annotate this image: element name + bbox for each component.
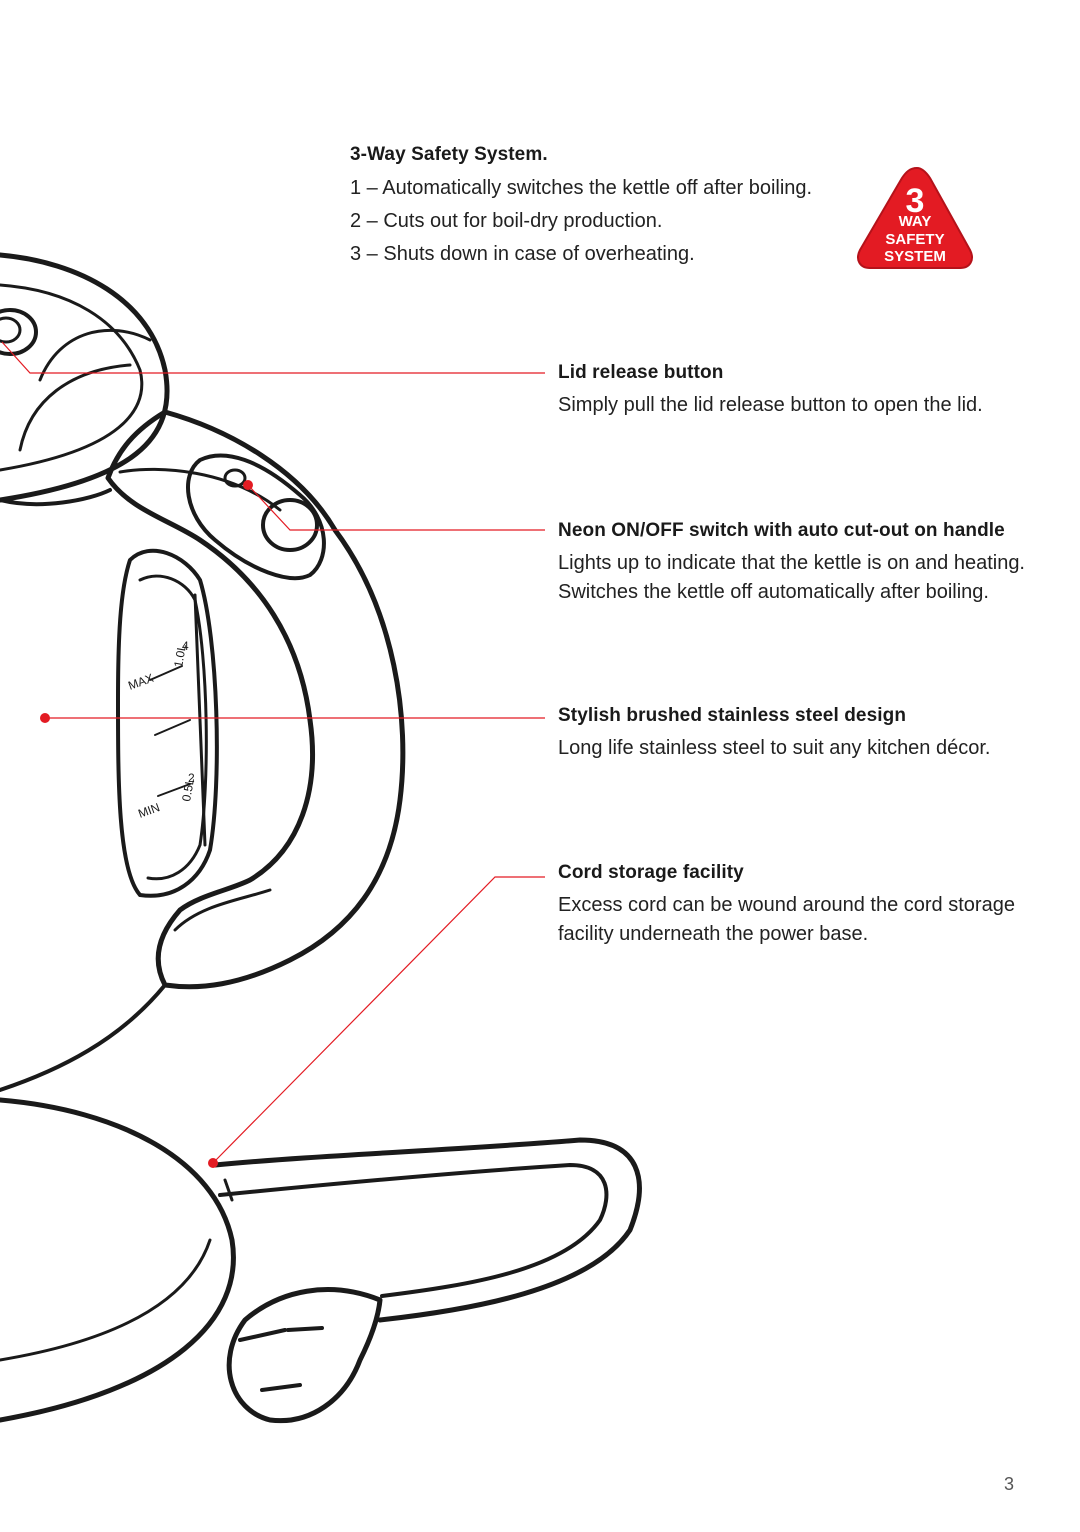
lid-release-heading: Lid release button [558,362,724,383]
cord-storage-text: Excess cord can be wound around the cord… [558,894,1015,945]
stainless-steel-heading: Stylish brushed stainless steel design [558,705,907,726]
badge-number: 3 [906,182,925,220]
switch-housing [186,453,326,581]
neon-callout-dot [243,480,253,490]
neon-switch-text: Lights up to indicate that the kettle is… [558,552,1025,603]
badge-system: SYSTEM [884,248,946,265]
badge-safety: SAFETY [885,231,944,248]
page-number: 3 [1004,1474,1015,1494]
power-cord [212,1137,642,1323]
cord-storage-heading: Cord storage facility [558,862,744,883]
lid-release-text: Simply pull the lid release button to op… [558,394,983,416]
cord-callout-line [212,876,545,1164]
max-volume: 1.0L [171,643,189,669]
safety-system-section: 3-Way Safety System. 1 – Automatically s… [350,144,890,271]
safety-system-heading: 3-Way Safety System. [350,144,548,165]
min-volume: 0.5L [179,777,197,803]
safety-item-2: 2 – Cuts out for boil-dry production. [350,210,663,232]
min-label: MIN [136,800,161,821]
cord-storage-feature: Cord storage facility Excess cord can be… [558,862,1028,949]
stainless-steel-text: Long life stainless steel to suit any ki… [558,737,991,759]
kettle-body [0,488,112,507]
max-label: MAX [126,671,155,693]
power-plug [226,1287,383,1424]
safety-item-1: 1 – Automatically switches the kettle of… [350,177,813,199]
water-window [116,548,219,898]
badge-way: WAY [899,213,932,230]
kettle-lid [0,252,170,503]
lid-release-button-drawing [0,308,38,356]
min-cups: 2 [188,771,195,785]
lid-release-feature: Lid release button Simply pull the lid r… [558,362,1038,420]
neon-switch-drawing [261,498,319,552]
stainless-steel-feature: Stylish brushed stainless steel design L… [558,705,1028,763]
power-base [0,1097,236,1423]
safety-item-3: 3 – Shuts down in case of overheating. [350,243,695,265]
neon-switch-heading: Neon ON/OFF switch with auto cut-out on … [558,520,1005,541]
cord-callout-dot [208,1158,218,1168]
lid-callout-line [1,341,545,374]
neon-callout-line [247,484,545,531]
safety-system-badge: 3 WAY SAFETY SYSTEM [857,166,973,269]
steel-callout-dot [40,713,50,723]
neon-switch-feature: Neon ON/OFF switch with auto cut-out on … [558,520,1058,607]
max-cups: 4 [182,639,189,653]
kettle-handle [105,409,406,990]
